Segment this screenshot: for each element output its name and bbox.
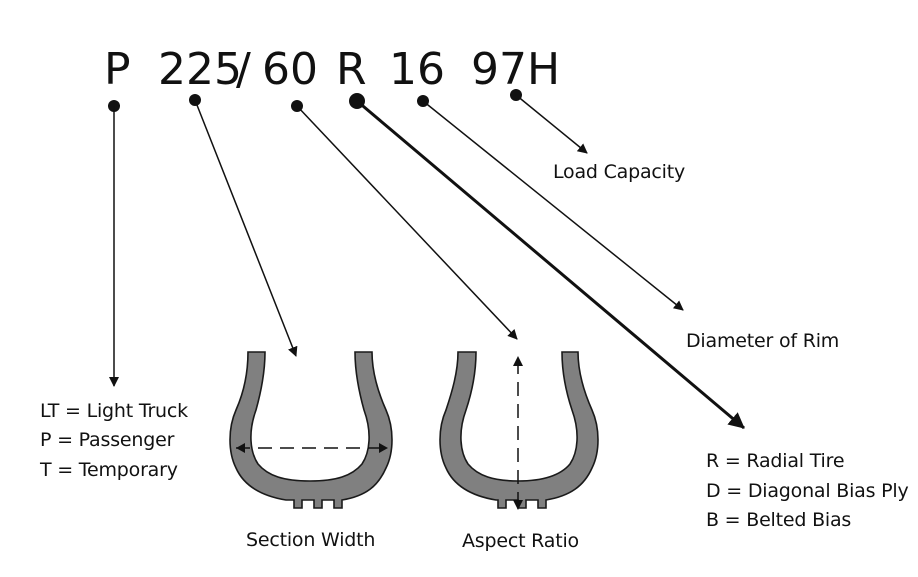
type-legend-item: T = Temporary (39, 459, 178, 481)
label-diameter-of-rim: Diameter of Rim (686, 330, 839, 352)
arrow-aspect-ratio (296, 105, 518, 340)
arrow-load-capacity (515, 94, 588, 154)
code-slash: / (236, 44, 251, 95)
construction-legend-item: D = Diagonal Bias Ply (706, 480, 909, 502)
type-legend-item: LT = Light Truck (40, 400, 188, 422)
construction-legend-item: R = Radial Tire (706, 450, 844, 472)
arrow-rim-diameter (422, 100, 684, 311)
tire-cross-section (439, 351, 599, 509)
code-ratio: 60 (262, 44, 318, 95)
arrow-section-width (194, 99, 298, 357)
dimension-arrowhead-bottom (513, 500, 523, 510)
label-aspect-ratio: Aspect Ratio (462, 530, 579, 552)
code-load-speed: 97H (471, 44, 560, 95)
type-legend-item: P = Passenger (40, 429, 175, 451)
code-width: 225 (158, 44, 242, 95)
dimension-arrowhead-left (236, 443, 245, 453)
tire-cross-section (229, 351, 393, 509)
construction-legend-item: B = Belted Bias (706, 509, 851, 531)
code-type: P (104, 44, 131, 95)
construction-legend: R = Radial Tire D = Diagonal Bias Ply B … (706, 450, 909, 531)
arrow-construction (356, 99, 745, 430)
dimension-arrowhead-right (379, 443, 388, 453)
label-section-width: Section Width (246, 529, 375, 551)
label-load-capacity: Load Capacity (553, 161, 685, 183)
tire-section-width-illustration: Section Width (229, 351, 393, 551)
type-legend: LT = Light Truck P = Passenger T = Tempo… (39, 400, 188, 481)
code-construction: R (336, 44, 367, 95)
dimension-arrowhead-top (513, 356, 523, 366)
code-rim: 16 (389, 44, 445, 95)
tire-aspect-ratio-illustration: Aspect Ratio (439, 351, 599, 552)
